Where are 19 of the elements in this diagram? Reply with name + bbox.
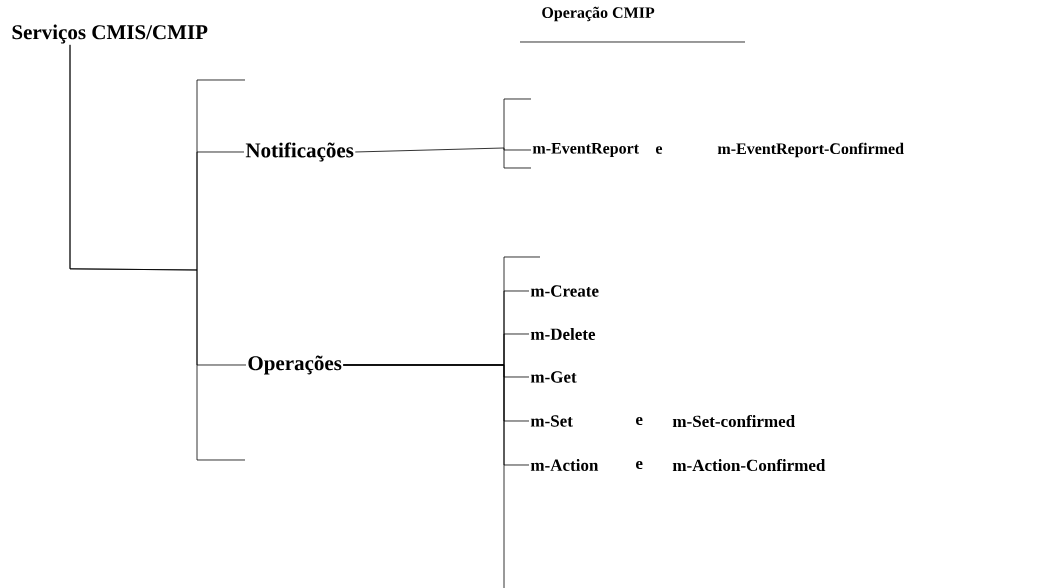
operation-name: m-Action <box>530 459 599 471</box>
connector-line <box>69 44 247 366</box>
conjunction: e <box>636 460 643 470</box>
operation-name: m-EventReport-Confirmed <box>717 142 904 158</box>
category-label: Notificações <box>245 142 354 162</box>
operation-name: m-EventReport <box>532 143 639 157</box>
column-heading: Operação CMIP <box>542 6 655 22</box>
operation-name: m-Set-confirmed <box>672 414 795 428</box>
operation-name: m-Delete <box>530 328 596 340</box>
operation-name: m-Create <box>530 285 599 297</box>
operation-name: m-Action-Confirmed <box>672 458 826 472</box>
connector-line <box>342 364 530 466</box>
operation-name: m-Get <box>530 371 577 383</box>
conjunction: e <box>655 146 663 154</box>
conjunction: e <box>636 416 643 426</box>
connector-line <box>354 147 532 153</box>
heading-text: Serviços CMIS/CMIP <box>12 24 208 44</box>
operation-name: m-Set <box>530 415 573 427</box>
category-label: Operações <box>248 355 342 375</box>
